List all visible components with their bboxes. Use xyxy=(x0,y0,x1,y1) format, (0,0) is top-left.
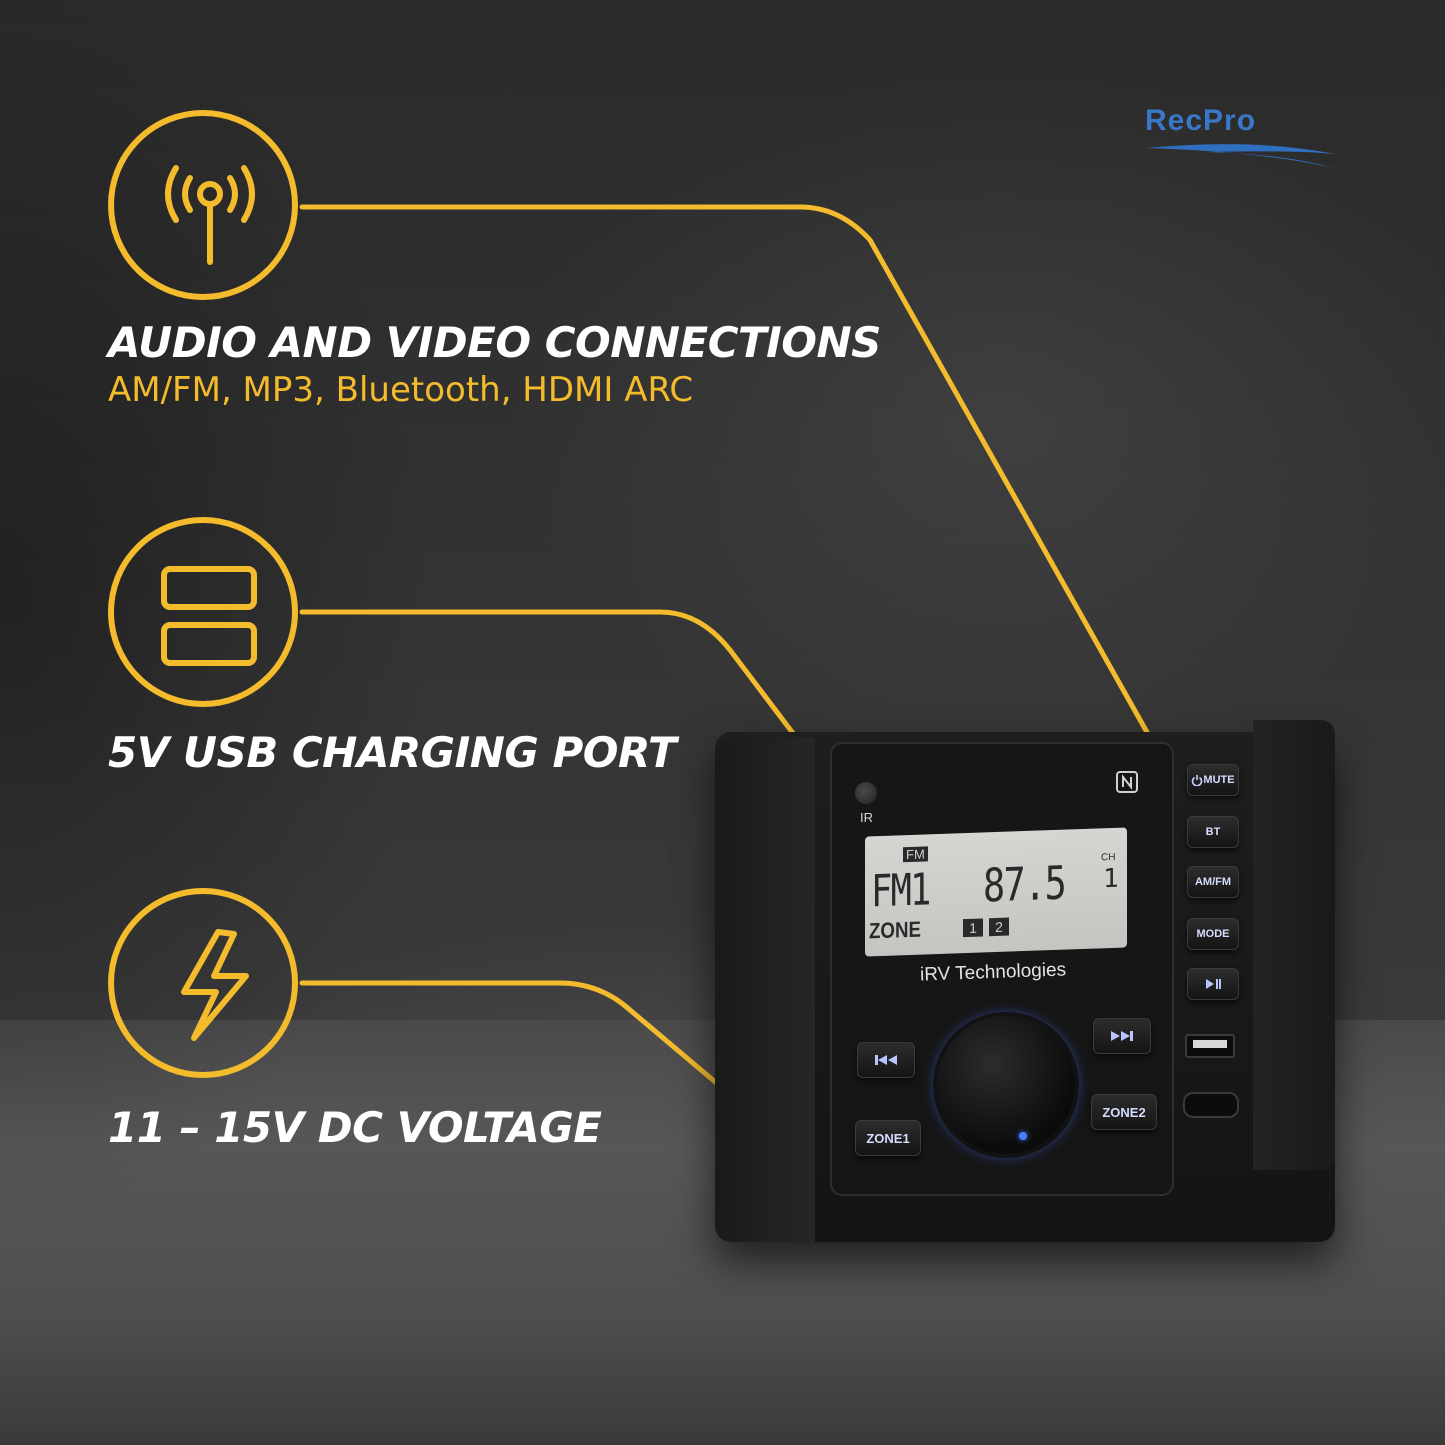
feature-circle-usb xyxy=(108,517,298,707)
zone1-button[interactable]: ZONE1 xyxy=(855,1120,921,1156)
feature-circle-antenna xyxy=(108,110,298,300)
next-icon xyxy=(1111,1031,1133,1041)
usb-ports-icon xyxy=(161,566,257,666)
play-pause-icon xyxy=(1206,979,1221,989)
knob-indicator xyxy=(1019,1132,1027,1140)
device-right-panel xyxy=(1253,720,1335,1170)
mode-button[interactable]: MODE xyxy=(1187,918,1239,950)
antenna-icon xyxy=(165,165,255,265)
lcd-zone-1: 1 xyxy=(963,918,983,938)
amfm-button[interactable]: AM/FM xyxy=(1187,866,1239,898)
recpro-logo: RecPro xyxy=(1145,104,1345,174)
feature-title-voltage: 11 – 15V DC VOLTAGE xyxy=(108,1103,602,1152)
hdmi-port[interactable] xyxy=(1183,1092,1239,1118)
feature-circle-voltage xyxy=(108,888,298,1078)
usb-port[interactable] xyxy=(1185,1034,1235,1058)
connector-line-3 xyxy=(299,980,787,1143)
power-icon xyxy=(1192,775,1203,786)
lcd-source: FM1 xyxy=(871,864,930,918)
logo-swoosh-icon xyxy=(1147,144,1335,168)
stereo-device: IR FM FM1 87.5 CH 1 ZONE 1 2 iRV Technol… xyxy=(705,712,1345,1252)
feature-title-usb: 5V USB CHARGING PORT xyxy=(108,728,677,777)
feature-title-audio-video: AUDIO AND VIDEO CONNECTIONS xyxy=(108,318,881,367)
lcd-zone-2: 2 xyxy=(989,917,1009,937)
logo-text: RecPro xyxy=(1145,104,1257,137)
lcd-display: FM FM1 87.5 CH 1 ZONE 1 2 xyxy=(865,827,1127,957)
play-pause-button[interactable] xyxy=(1187,968,1239,1000)
next-button[interactable] xyxy=(1093,1018,1151,1054)
nfc-icon xyxy=(1116,771,1138,793)
bt-button[interactable]: BT xyxy=(1187,816,1239,848)
lcd-channel-number: 1 xyxy=(1103,863,1119,895)
previous-button[interactable] xyxy=(857,1042,915,1078)
zone2-button[interactable]: ZONE2 xyxy=(1091,1094,1157,1130)
ir-sensor xyxy=(855,782,877,804)
ir-label: IR xyxy=(860,810,873,825)
lightning-bolt-icon xyxy=(181,929,249,1041)
mute-button[interactable]: MUTE xyxy=(1187,764,1239,796)
lcd-frequency: 87.5 xyxy=(983,855,1066,913)
lcd-zone-label: ZONE xyxy=(869,916,921,944)
usb-port-contacts xyxy=(1193,1040,1227,1048)
feature-subtitle-audio-video: AM/FM, MP3, Bluetooth, HDMI ARC xyxy=(108,370,694,410)
connector-line-2 xyxy=(299,609,879,846)
previous-icon xyxy=(875,1055,897,1065)
lcd-channel-label: CH xyxy=(1101,851,1116,864)
lcd-band: FM xyxy=(903,846,928,863)
connector-line-1 xyxy=(299,204,1196,817)
device-left-panel xyxy=(715,737,815,1242)
mute-label: MUTE xyxy=(1203,774,1235,786)
volume-knob[interactable] xyxy=(937,1016,1075,1154)
